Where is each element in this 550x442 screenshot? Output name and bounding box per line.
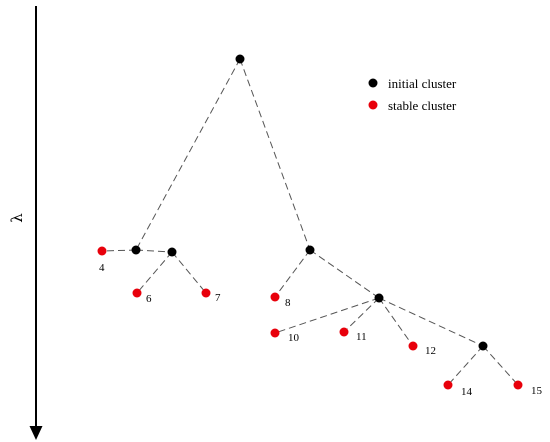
tree-node-labels: 4 6 7 8 10 11 12 14 15 (99, 262, 543, 398)
stable-cluster-node-n6 (132, 288, 142, 298)
node-label-n14: 14 (461, 386, 473, 398)
legend-label-stable-cluster: stable cluster (388, 98, 457, 113)
node-label-n10: 10 (288, 332, 300, 344)
stable-cluster-node-n12 (408, 341, 418, 351)
lambda-axis-label: λ (8, 213, 26, 223)
stable-cluster-node-n8 (270, 292, 280, 302)
edge-c-d (309, 249, 380, 299)
initial-cluster-node-b (167, 247, 177, 257)
edge-d-e (378, 297, 484, 347)
edge-root-c (239, 58, 311, 251)
initial-cluster-node-e (478, 341, 488, 351)
legend-label-initial-cluster: initial cluster (388, 76, 457, 91)
legend: initial cluster stable cluster (368, 76, 457, 113)
initial-cluster-node-d (374, 293, 384, 303)
edge-d-n10 (274, 297, 380, 334)
edge-b-n6 (136, 251, 173, 294)
stable-cluster-node-n11 (339, 327, 349, 337)
lambda-axis: λ (8, 6, 43, 440)
node-label-n15: 15 (531, 385, 543, 397)
legend-marker-stable-cluster (368, 100, 378, 110)
stable-cluster-node-n15 (513, 380, 523, 390)
lambda-axis-arrowhead (29, 426, 43, 440)
legend-marker-initial-cluster (368, 78, 378, 88)
edge-b-n7 (171, 251, 207, 294)
edge-root-a (135, 58, 241, 251)
node-label-n12: 12 (425, 345, 436, 357)
node-label-n8: 8 (285, 297, 291, 309)
edge-e-n14 (447, 345, 484, 386)
node-label-n11: 11 (356, 331, 367, 343)
edge-a-b (135, 249, 173, 253)
node-label-n7: 7 (215, 292, 221, 304)
edge-a-n4 (101, 249, 137, 252)
stable-cluster-node-n4 (97, 246, 107, 256)
stable-cluster-node-n14 (443, 380, 453, 390)
node-label-n4: 4 (99, 262, 105, 274)
edge-e-n15 (482, 345, 519, 386)
initial-cluster-node-a (131, 245, 141, 255)
node-label-n6: 6 (146, 293, 152, 305)
tree-edges (101, 58, 519, 386)
stable-cluster-node-n10 (270, 328, 280, 338)
stable-cluster-node-n7 (201, 288, 211, 298)
edge-d-n12 (378, 297, 414, 347)
tree-nodes (97, 54, 523, 390)
initial-cluster-node-c (305, 245, 315, 255)
initial-cluster-node-root (235, 54, 245, 64)
edge-d-n11 (343, 297, 380, 333)
edge-c-n8 (274, 249, 311, 298)
